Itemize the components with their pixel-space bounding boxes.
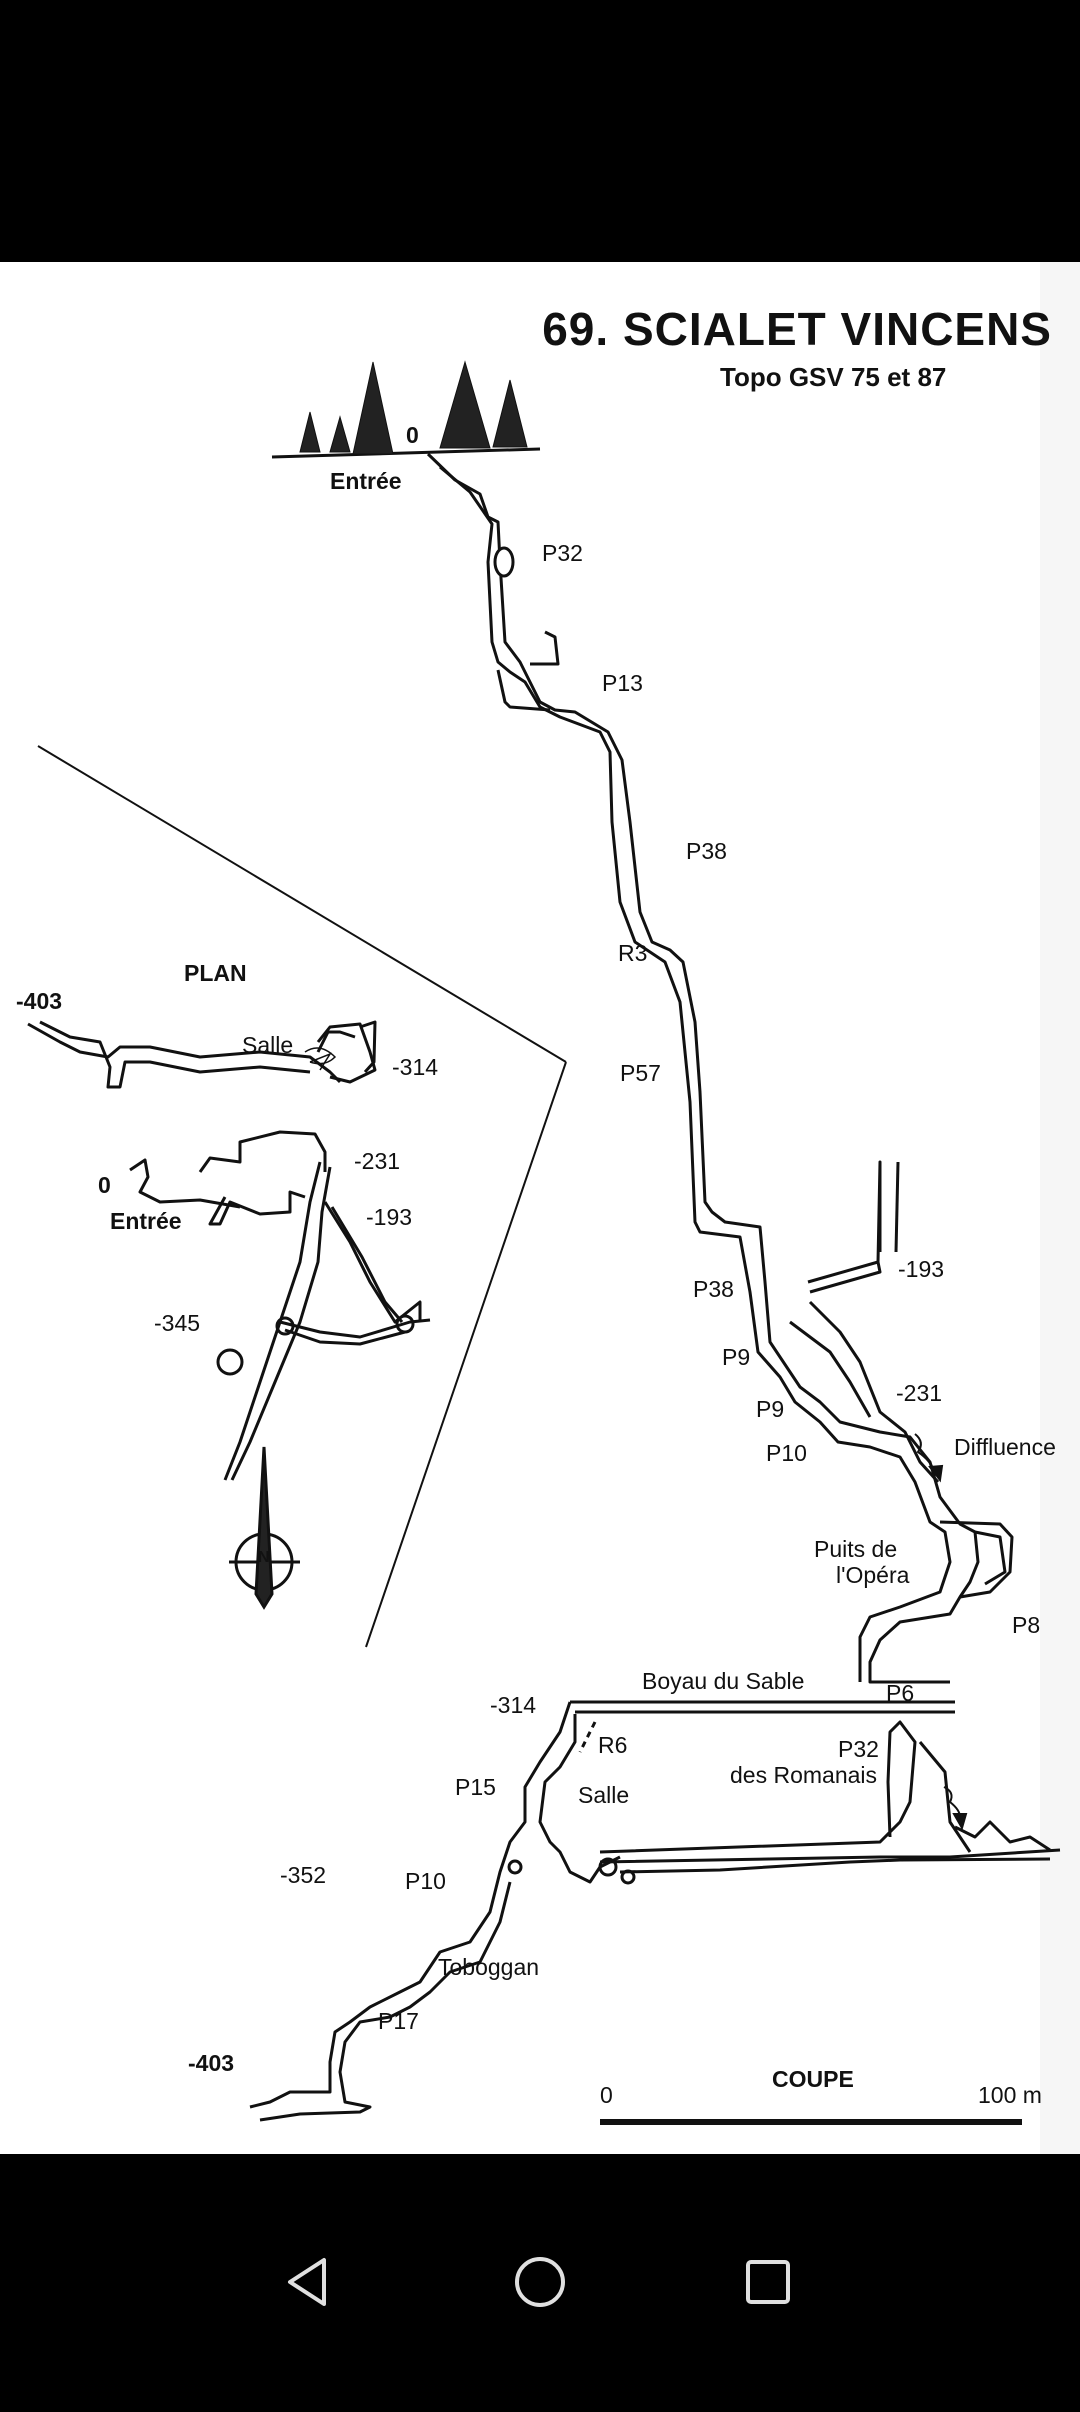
label-p38-a: P38 (686, 838, 727, 864)
scale-end: 100 m (978, 2082, 1042, 2108)
system-navigation-bar (0, 2154, 1080, 2412)
label-des-romanais: des Romanais (730, 1762, 878, 1788)
plan-entree-label: Entrée (110, 1208, 182, 1234)
plan-salle-label: Salle (242, 1032, 294, 1058)
back-triangle-icon (288, 2258, 326, 2306)
label-p32: P32 (542, 540, 583, 566)
home-button[interactable] (500, 2242, 580, 2322)
plan-depth-193: -193 (366, 1204, 413, 1230)
coupe-entree-label: Entrée (330, 468, 402, 494)
recents-square-icon (746, 2260, 790, 2304)
label-p17: P17 (378, 2008, 419, 2034)
label-p9-b: P9 (756, 1396, 785, 1422)
plan-depth-345: -345 (154, 1310, 201, 1336)
label-p6: P6 (886, 1680, 915, 1706)
label-p57: P57 (620, 1060, 661, 1086)
topo-scan: 69. SCIALET VINCENS Topo GSV 75 et 87 0 … (0, 262, 1080, 2154)
label-p32-b: P32 (838, 1736, 879, 1762)
coupe-depth-314: -314 (490, 1692, 537, 1718)
label-puits-opera-1: Puits de (814, 1536, 898, 1562)
label-r6: R6 (598, 1732, 628, 1758)
label-puits-opera-2: l'Opéra (836, 1562, 910, 1588)
label-boyau-du-sable: Boyau du Sable (642, 1668, 805, 1694)
scale-start: 0 (600, 2082, 613, 2108)
coupe-depth-403: -403 (188, 2050, 235, 2076)
coupe-cave-profile (249, 452, 1061, 2122)
label-r3: R3 (618, 940, 648, 966)
coupe-zero-label: 0 (406, 422, 419, 448)
coupe-salle-label: Salle (578, 1782, 630, 1808)
plan-depth-314: -314 (392, 1054, 439, 1080)
plan-depth-403: -403 (16, 988, 63, 1014)
label-p38-b: P38 (693, 1276, 734, 1302)
label-diffluence: Diffluence (954, 1434, 1056, 1460)
back-button[interactable] (268, 2242, 348, 2322)
coupe-heading: COUPE (772, 2066, 854, 2092)
recents-button[interactable] (728, 2242, 808, 2322)
plan-heading: PLAN (184, 960, 247, 986)
coupe-depth-231: -231 (896, 1380, 943, 1406)
coupe-depth-352: -352 (280, 1862, 327, 1888)
label-p8: P8 (1012, 1612, 1041, 1638)
label-p10-b: P10 (405, 1868, 446, 1894)
diffluence-arrow (914, 1433, 968, 1831)
ground-with-trees (271, 360, 541, 459)
cave-survey-drawing (27, 262, 1080, 2154)
coupe-depth-193: -193 (898, 1256, 945, 1282)
compass-north-letter: N (258, 1549, 270, 1566)
diagram-subtitle: Topo GSV 75 et 87 (720, 362, 947, 392)
plan-depth-231: -231 (354, 1148, 401, 1174)
plan-panel (27, 745, 567, 1648)
label-p10-a: P10 (766, 1440, 807, 1466)
label-p15: P15 (455, 1774, 496, 1800)
label-p9-a: P9 (722, 1344, 751, 1370)
label-p13: P13 (602, 670, 643, 696)
north-arrow-compass (229, 1446, 300, 1610)
label-toboggan: Toboggan (438, 1954, 540, 1980)
diagram-title: 69. SCIALET VINCENS (542, 303, 1052, 355)
home-circle-icon (515, 2257, 565, 2307)
plan-zero-label: 0 (98, 1172, 111, 1198)
